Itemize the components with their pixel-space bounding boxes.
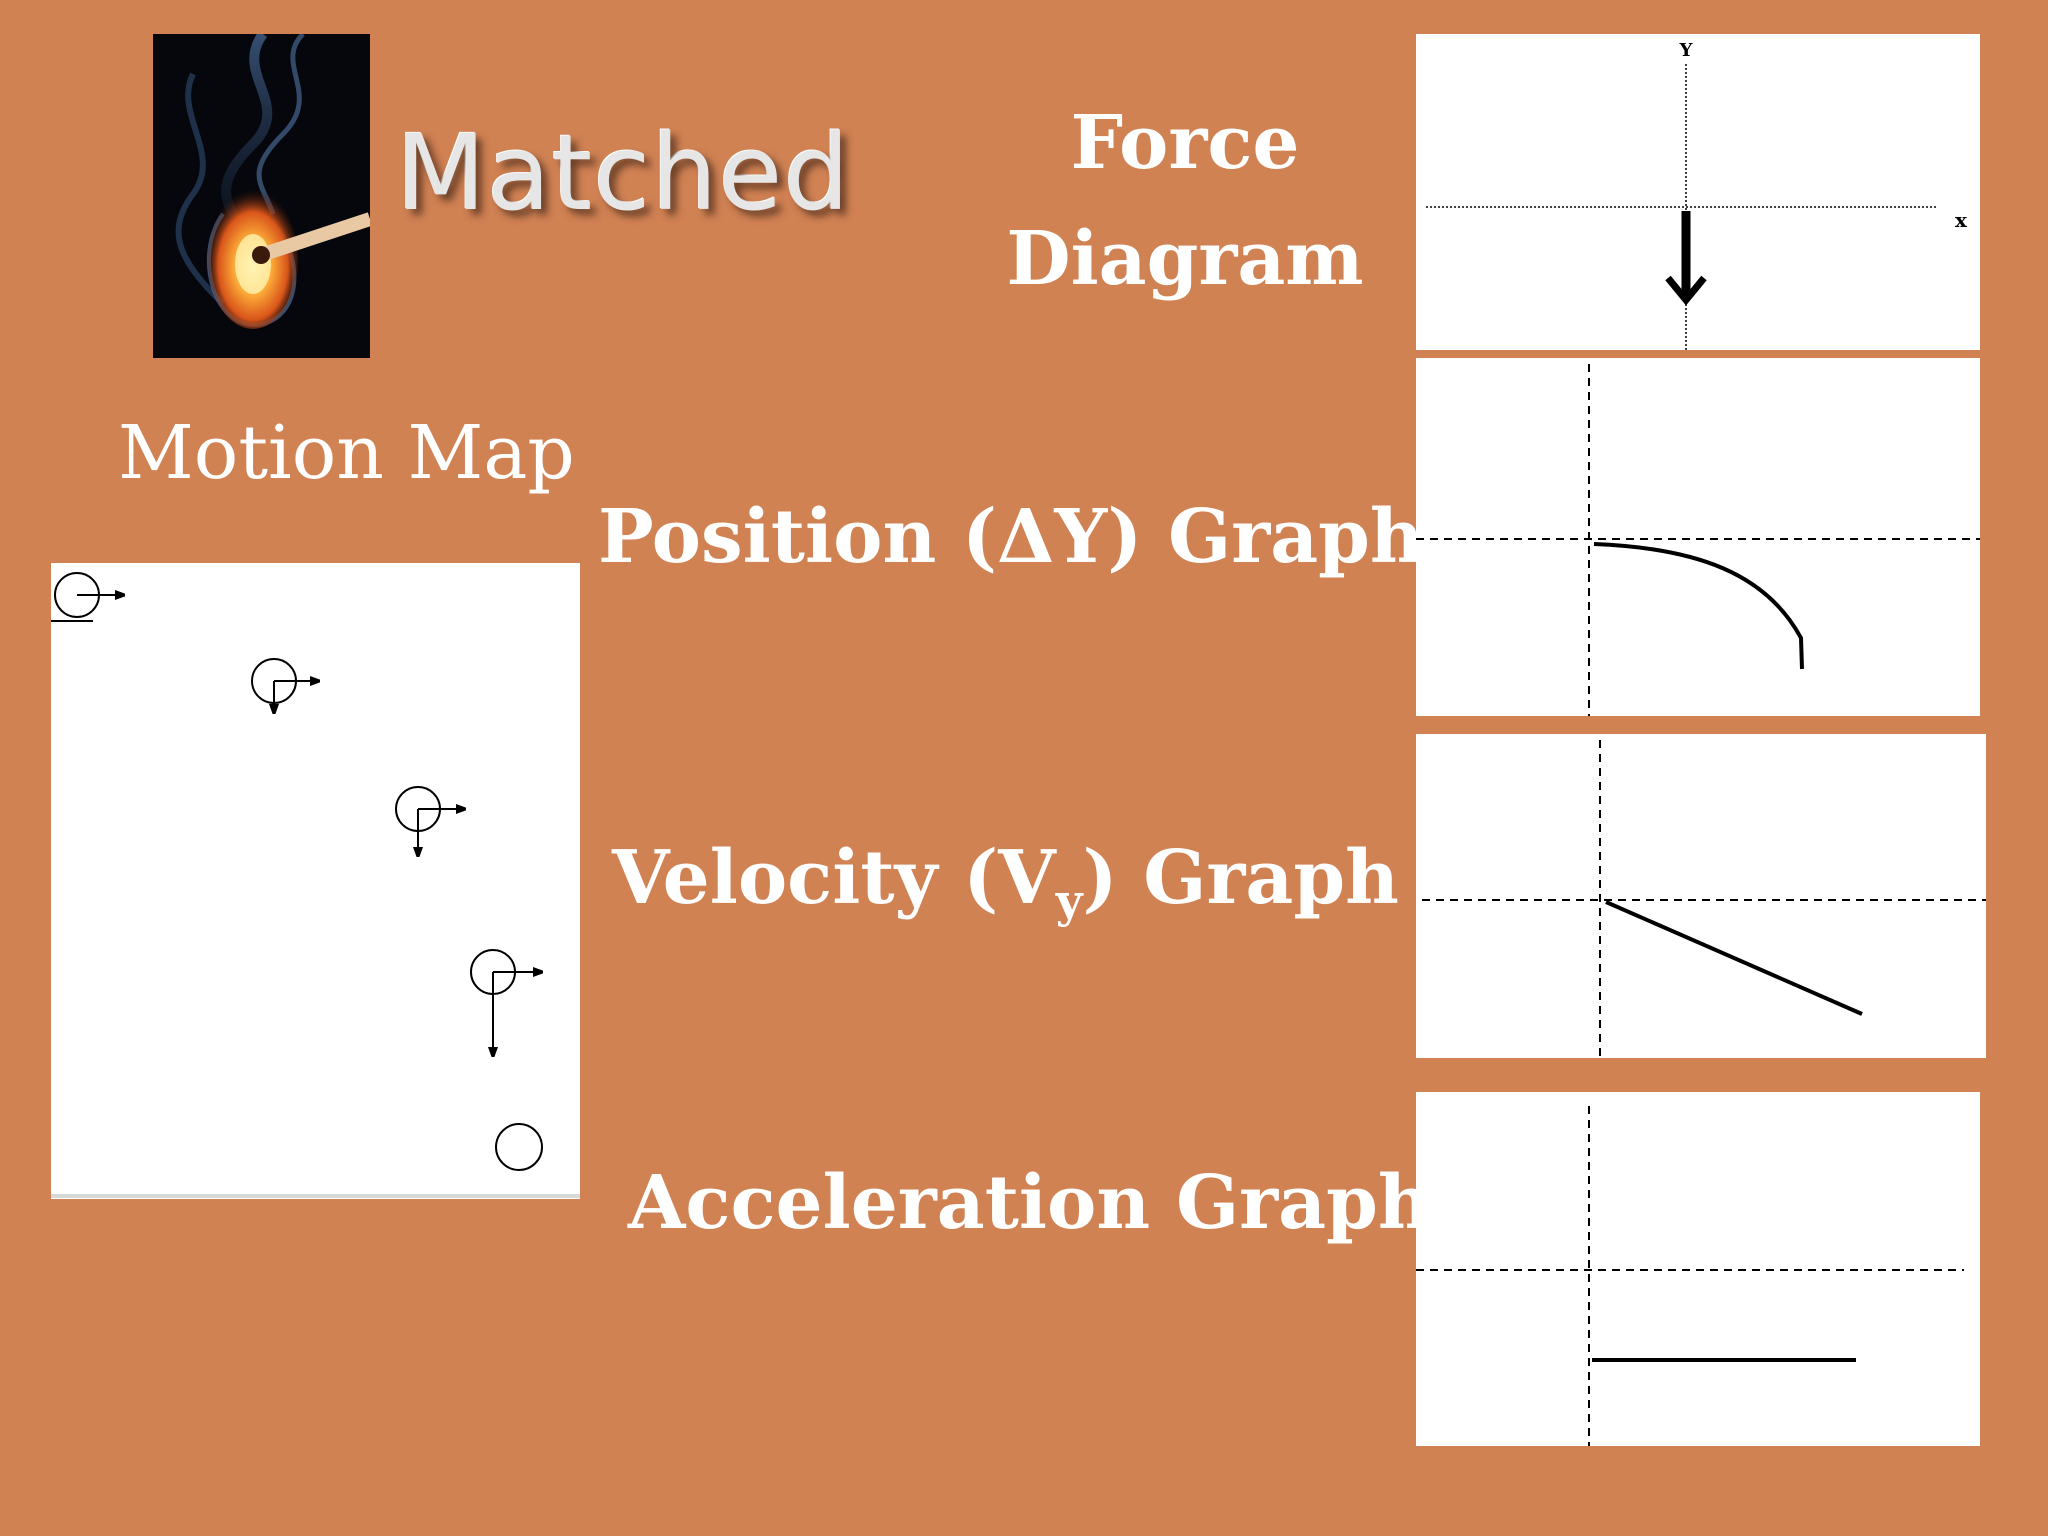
position-graph-panel xyxy=(1416,358,1980,716)
position-curve xyxy=(1593,542,1804,670)
burning-match-photo xyxy=(153,34,370,358)
velocity-label-subscript: y xyxy=(1055,874,1083,928)
motion-map-dot-2 xyxy=(251,658,316,710)
acceleration-graph-panel xyxy=(1416,1092,1980,1446)
gravity-force-arrow xyxy=(1665,211,1707,306)
velocity-line xyxy=(1605,900,1863,1016)
force-diagram-label-line1: Force xyxy=(1070,100,1300,186)
motion-map-panel xyxy=(51,563,580,1199)
motion-map-label: Motion Map xyxy=(118,410,575,496)
acceleration-graph-label: Acceleration Graph xyxy=(628,1160,1432,1246)
force-diagram-panel: Y x xyxy=(1416,34,1980,350)
force-diagram-label: Force Diagram xyxy=(1000,85,1370,317)
force-y-axis-label: Y xyxy=(1679,40,1694,61)
velocity-graph-panel xyxy=(1416,734,1986,1058)
velocity-graph-label: Velocity (Vy) Graph xyxy=(612,835,1399,928)
force-x-axis-label: x xyxy=(1955,208,1968,232)
force-diagram-label-line2: Diagram xyxy=(1006,216,1364,302)
motion-map-dot-1 xyxy=(51,572,121,622)
position-graph-label: Position (ΔY) Graph xyxy=(598,494,1424,580)
slide-title: Matched xyxy=(396,112,851,234)
motion-map-dot-4 xyxy=(470,949,539,1053)
velocity-label-prefix: Velocity (V xyxy=(612,835,1056,921)
motion-map-dot-3 xyxy=(395,786,462,853)
motion-map-dot-5 xyxy=(495,1123,543,1171)
velocity-label-suffix: ) Graph xyxy=(1082,835,1399,921)
